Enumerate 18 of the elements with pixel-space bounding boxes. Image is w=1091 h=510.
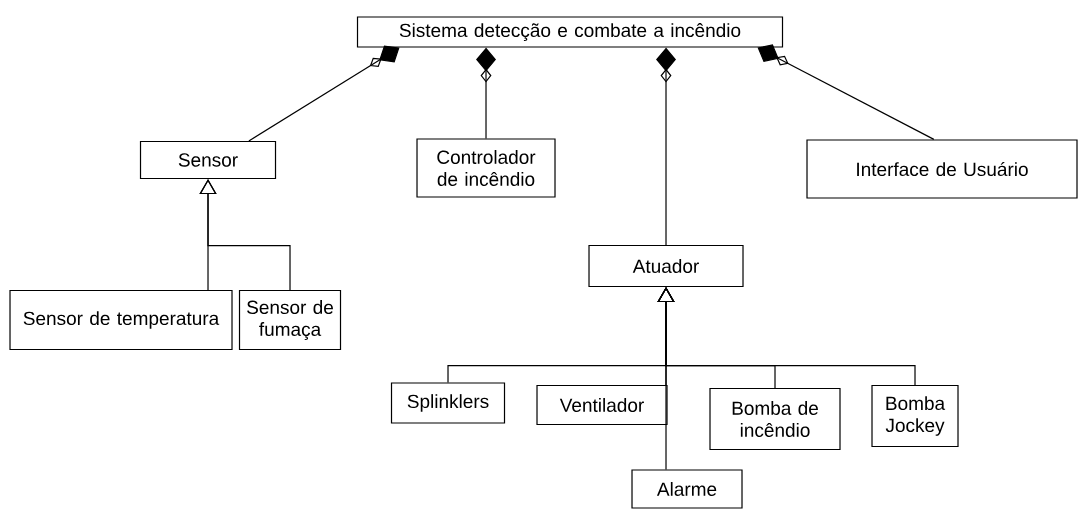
class-box: Ventilador [536, 384, 668, 426]
class-box: Sensor de temperatura [9, 289, 233, 351]
class-box: Controlador de incêndio [416, 138, 556, 198]
class-box: Bomba Jockey [871, 384, 959, 448]
generalization-arrow [199, 179, 291, 291]
class-box: Alarme [631, 469, 743, 509]
composition-line [757, 44, 935, 140]
composition-line [248, 45, 400, 142]
class-box: Sensor de fumaça [238, 289, 342, 351]
class-box: Interface de Usuário [806, 139, 1078, 199]
composition-line [656, 47, 676, 246]
class-box: Sistema detecção e combate a incêndio [356, 16, 784, 48]
class-box: Bomba de incêndio [709, 387, 841, 451]
class-box: Splinklers [390, 382, 506, 424]
composition-line [476, 47, 496, 139]
class-box: Atuador [588, 244, 744, 288]
class-box: Sensor [139, 140, 277, 180]
generalization-arrow [657, 287, 675, 470]
